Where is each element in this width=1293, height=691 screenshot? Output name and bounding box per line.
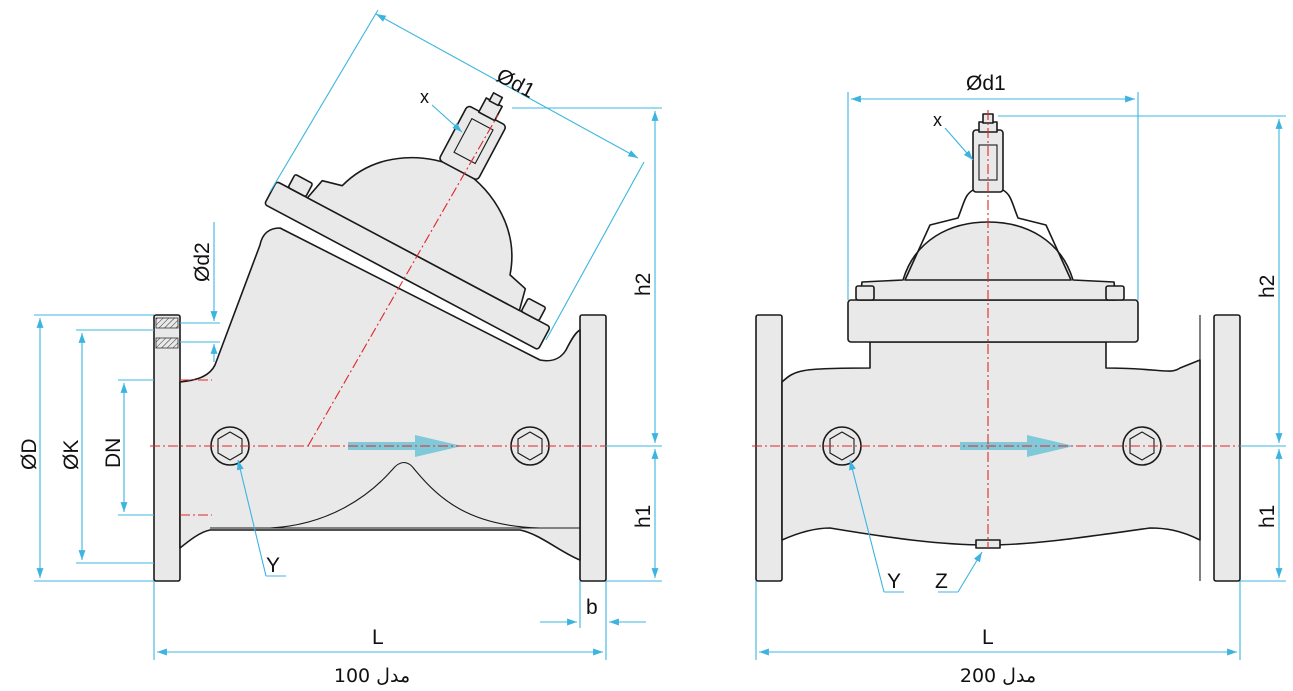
model-100-labels: Ød1 x Ød2 h2 ØD ØK DN h1 Y b L مدل 100 (18, 64, 655, 687)
label-l-100: L (372, 626, 384, 649)
label-od1-200: Ød1 (966, 72, 1006, 95)
left-flange-200 (755, 314, 783, 582)
model-100-dimensions (34, 9, 662, 660)
gasket-hatch-bottom (155, 337, 179, 349)
bolt-right (521, 298, 546, 321)
model-200-dimensions (755, 92, 1286, 660)
bonnet-flange-200 (847, 299, 1139, 343)
model-100-drawing (150, 92, 660, 582)
label-h2-100: h2 (632, 273, 655, 296)
caption-100: مدل 100 (334, 665, 410, 687)
right-flange-200 (1213, 314, 1241, 582)
label-b: b (586, 596, 598, 619)
label-x-100: x (420, 87, 429, 107)
label-ok: ØK (60, 440, 83, 470)
label-dn: DN (102, 438, 125, 468)
bolt-right-200 (1105, 285, 1125, 301)
label-l-200: L (982, 626, 994, 649)
bolt-left-200 (855, 285, 875, 301)
label-y-100: Y (266, 554, 280, 577)
label-h2-200: h2 (1256, 275, 1279, 298)
valve-body (179, 227, 581, 561)
label-h1-100: h1 (632, 505, 655, 528)
caption-200: مدل 200 (960, 665, 1036, 687)
label-x-200: x (933, 110, 942, 130)
left-flange (153, 314, 181, 582)
label-od: ØD (18, 439, 41, 471)
label-od2: Ød2 (191, 242, 214, 282)
model-200-drawing (752, 110, 1262, 582)
label-h1-200: h1 (1256, 505, 1279, 528)
weir (269, 461, 541, 529)
gasket-hatch-top (155, 317, 179, 329)
label-y-200: Y (887, 570, 901, 593)
label-z: Z (935, 570, 948, 593)
right-flange (579, 314, 607, 582)
model-200-labels: Ød1 x h2 h1 Y Z L مدل 200 (887, 72, 1279, 687)
bolt-left (287, 174, 313, 197)
